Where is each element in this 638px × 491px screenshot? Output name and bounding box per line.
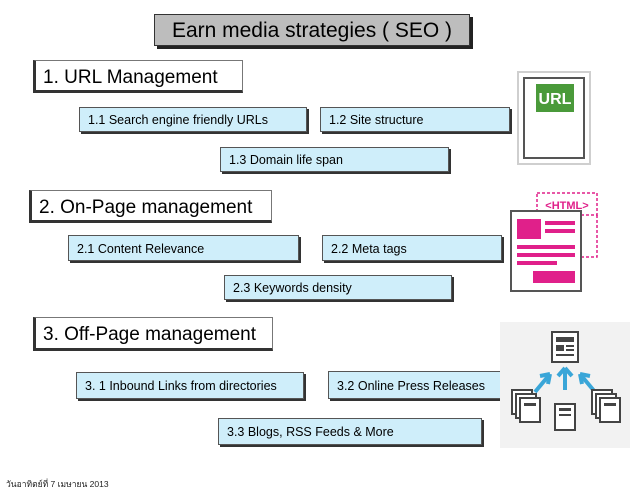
item-meta-tags: 2.2 Meta tags [322, 235, 502, 261]
item-site-structure: 1.2 Site structure [320, 107, 510, 132]
html-tag-text: <HTML> [545, 200, 588, 212]
item-domain-life-span: 1.3 Domain life span [220, 147, 449, 172]
item-content-relevance: 2.1 Content Relevance [68, 235, 299, 261]
item-search-engine-friendly-urls: 1.1 Search engine friendly URLs [79, 107, 307, 132]
html-page-icon: <HTML> [510, 192, 598, 292]
section-heading-on-page-management: 2. On-Page management [29, 190, 272, 223]
slide-date-footer: วันอาทิตย์ที่ 7 เมษายน 2013 [6, 479, 109, 489]
item-inbound-links: 3. 1 Inbound Links from directories [76, 372, 304, 399]
slide-title: Earn media strategies ( SEO ) [154, 14, 470, 46]
item-keywords-density: 2.3 Keywords density [224, 275, 452, 300]
url-document-icon: URL [517, 71, 591, 165]
inbound-links-network-icon [500, 322, 630, 448]
url-badge-text: URL [539, 91, 572, 108]
section-heading-url-management: 1. URL Management [33, 60, 243, 93]
item-online-press-releases: 3.2 Online Press Releases [328, 371, 506, 399]
section-heading-off-page-management: 3. Off-Page management [33, 317, 273, 351]
item-blogs-rss-feeds: 3.3 Blogs, RSS Feeds & More [218, 418, 482, 445]
